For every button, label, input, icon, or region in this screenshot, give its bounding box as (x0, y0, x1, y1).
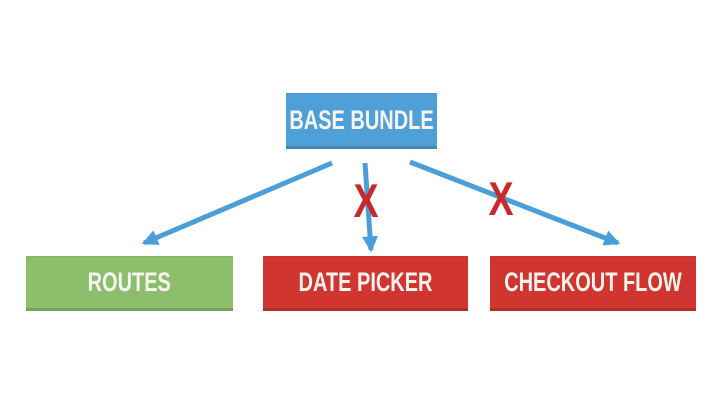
removed-x-icon-date-picker: X (353, 173, 379, 227)
removed-x-icon-checkout-flow: X (488, 171, 514, 225)
node-base-bundle: BASE BUNDLE (286, 93, 437, 149)
node-checkout-flow-label: CHECKOUT FLOW (504, 267, 682, 297)
node-routes: ROUTES (26, 256, 233, 311)
node-checkout-flow: CHECKOUT FLOW (490, 256, 696, 311)
node-date-picker-label: DATE PICKER (298, 267, 433, 297)
node-date-picker: DATE PICKER (263, 256, 468, 311)
node-base-bundle-label: BASE BUNDLE (289, 104, 434, 135)
arrow-base-to-routes (141, 160, 333, 246)
node-routes-label: ROUTES (87, 267, 172, 297)
